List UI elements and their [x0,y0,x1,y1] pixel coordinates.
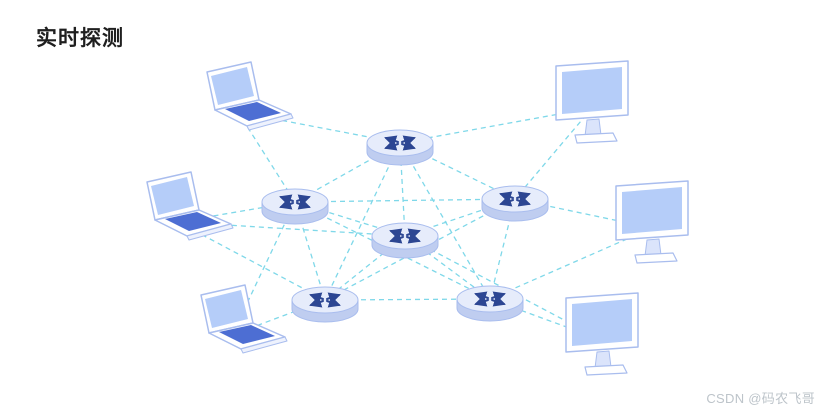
router-icon [371,222,439,259]
router-icon [261,188,329,225]
router-icon [456,285,524,322]
monitor-icon [565,292,639,376]
laptop-icon [146,171,234,241]
topology-nodes [146,60,689,376]
link-line [324,142,401,301]
link-line [294,198,516,203]
link-line [399,142,406,237]
page-title: 实时探测 [36,27,124,50]
router-icon [481,185,549,222]
link-line [489,198,516,300]
link-line [231,201,296,336]
laptop-icon [200,284,288,354]
router-icon [366,129,434,166]
laptop-icon [206,61,294,131]
monitor-icon [555,60,629,144]
router-icon [291,286,359,323]
link-line [399,142,491,300]
link-line [399,107,593,144]
link-line [514,107,593,200]
watermark: CSDN @码农飞哥 [706,391,815,406]
link-line [294,201,326,301]
monitor-icon [615,180,689,264]
